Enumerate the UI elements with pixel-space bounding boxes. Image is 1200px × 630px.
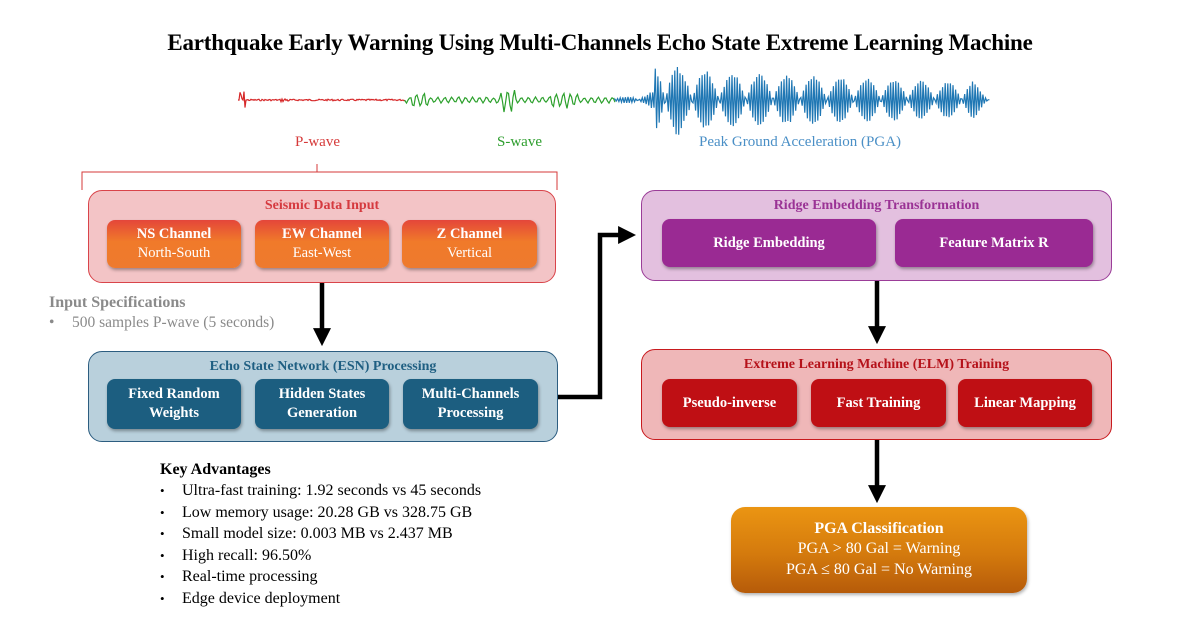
pga-label: Peak Ground Acceleration (PGA)	[699, 134, 902, 150]
seismic-data-input-group: Seismic Data Input NS Channel North-Sout…	[88, 190, 556, 283]
box-label: Pseudo-inverse	[682, 394, 777, 411]
warning-rule: PGA > 80 Gal = Warning	[797, 540, 961, 557]
input-spec-text: 500 samples P-wave (5 seconds)	[72, 314, 275, 331]
bullet: •	[160, 526, 165, 541]
box-line: Multi-Channels	[421, 386, 520, 403]
box-label: Ridge Embedding	[713, 234, 825, 251]
ew-channel-box[interactable]: EW Channel East-West	[255, 220, 389, 268]
advantage-text: Real-time processing	[182, 568, 318, 585]
advantage-item: • Low memory usage: 20.28 GB vs 328.75 GB	[160, 502, 481, 524]
group-title: Echo State Network (ESN) Processing	[209, 359, 437, 374]
group-title: Seismic Data Input	[264, 198, 380, 213]
fixed-random-weights-box[interactable]: Fixed Random Weights	[107, 379, 241, 429]
input-specs-heading: Input Specifications	[49, 294, 186, 311]
bullet: •	[160, 569, 165, 584]
p-wave-label: P-wave	[295, 134, 340, 150]
advantage-text: Edge device deployment	[182, 589, 341, 607]
no-warning-rule: PGA ≤ 80 Gal = No Warning	[786, 561, 972, 578]
esn-processing-group: Echo State Network (ESN) Processing Fixe…	[88, 351, 558, 442]
p-wave-trace	[237, 91, 406, 108]
box-label: Linear Mapping	[974, 394, 1076, 411]
box-line: Hidden States	[278, 386, 366, 403]
advantage-item: • High recall: 96.50%	[160, 545, 481, 567]
ns-channel-box[interactable]: NS Channel North-South	[107, 220, 241, 268]
advantage-item: • Real-time processing	[160, 566, 481, 588]
group-title: Ridge Embedding Transformation	[773, 198, 980, 213]
bullet: •	[160, 547, 165, 563]
box-label: Fast Training	[836, 394, 921, 411]
channel-desc: North-South	[137, 245, 211, 261]
elm-training-group: Extreme Learning Machine (ELM) Training …	[641, 349, 1112, 440]
bullet: •	[49, 314, 55, 331]
channel-desc: Vertical	[446, 245, 493, 261]
ridge-embedding-box[interactable]: Ridge Embedding	[662, 219, 876, 267]
channel-name: EW Channel	[282, 226, 362, 243]
p-wave-bracket	[81, 164, 558, 190]
advantage-text: Ultra-fast training: 1.92 seconds vs 45 …	[182, 482, 482, 499]
fast-training-box[interactable]: Fast Training	[811, 379, 946, 427]
pseudo-inverse-box[interactable]: Pseudo-inverse	[662, 379, 797, 427]
channel-name: NS Channel	[136, 226, 212, 243]
bullet: •	[160, 504, 165, 520]
box-line: Generation	[286, 405, 358, 421]
diagram-title: Earthquake Early Warning Using Multi-Cha…	[167, 30, 1033, 55]
feature-matrix-box[interactable]: Feature Matrix R	[895, 219, 1093, 267]
linear-mapping-box[interactable]: Linear Mapping	[958, 379, 1092, 427]
bullet: •	[160, 590, 165, 606]
key-advantages-list: • Ultra-fast training: 1.92 seconds vs 45…	[160, 480, 481, 609]
box-line: Fixed Random	[128, 386, 220, 403]
channel-name: Z Channel	[436, 226, 503, 243]
key-advantages: Key Advantages • Ultra-fast training: 1.9…	[160, 461, 481, 609]
input-spec-item: • 500 samples P-wave (5 seconds)	[49, 314, 274, 332]
box-line: Processing	[437, 405, 504, 421]
pga-trace	[614, 66, 990, 135]
input-specifications: Input Specifications • 500 samples P-wave…	[49, 294, 274, 332]
advantage-text: High recall: 96.50%	[182, 546, 312, 564]
bullet: •	[160, 483, 165, 498]
channel-desc: East-West	[292, 245, 352, 261]
group-title: Extreme Learning Machine (ELM) Training	[743, 357, 1010, 372]
key-advantages-heading: Key Advantages	[160, 461, 271, 478]
box-label: Feature Matrix R	[939, 234, 1049, 251]
z-channel-box[interactable]: Z Channel Vertical	[402, 220, 537, 268]
pga-classification-box[interactable]: PGA Classification PGA > 80 Gal = Warnin…	[731, 507, 1027, 593]
seismic-waveform	[237, 66, 990, 135]
pga-classification-title: PGA Classification	[814, 520, 944, 537]
arrow-esn-to-ridge	[558, 226, 637, 400]
s-wave-label: S-wave	[497, 134, 542, 150]
hidden-states-generation-box[interactable]: Hidden States Generation	[255, 379, 389, 429]
box-line: Weights	[149, 405, 199, 421]
advantage-text: Low memory usage: 20.28 GB vs 328.75 GB	[182, 503, 473, 521]
multi-channels-processing-box[interactable]: Multi-Channels Processing	[403, 379, 538, 429]
advantage-item: • Small model size: 0.003 MB vs 2.437 MB	[160, 523, 481, 545]
advantage-text: Small model size: 0.003 MB vs 2.437 MB	[182, 525, 453, 542]
s-wave-trace	[404, 89, 616, 113]
advantage-item: • Edge device deployment	[160, 588, 481, 610]
ridge-embedding-group: Ridge Embedding Transformation Ridge Emb…	[641, 190, 1112, 281]
advantage-item: • Ultra-fast training: 1.92 seconds vs 45…	[160, 480, 481, 502]
